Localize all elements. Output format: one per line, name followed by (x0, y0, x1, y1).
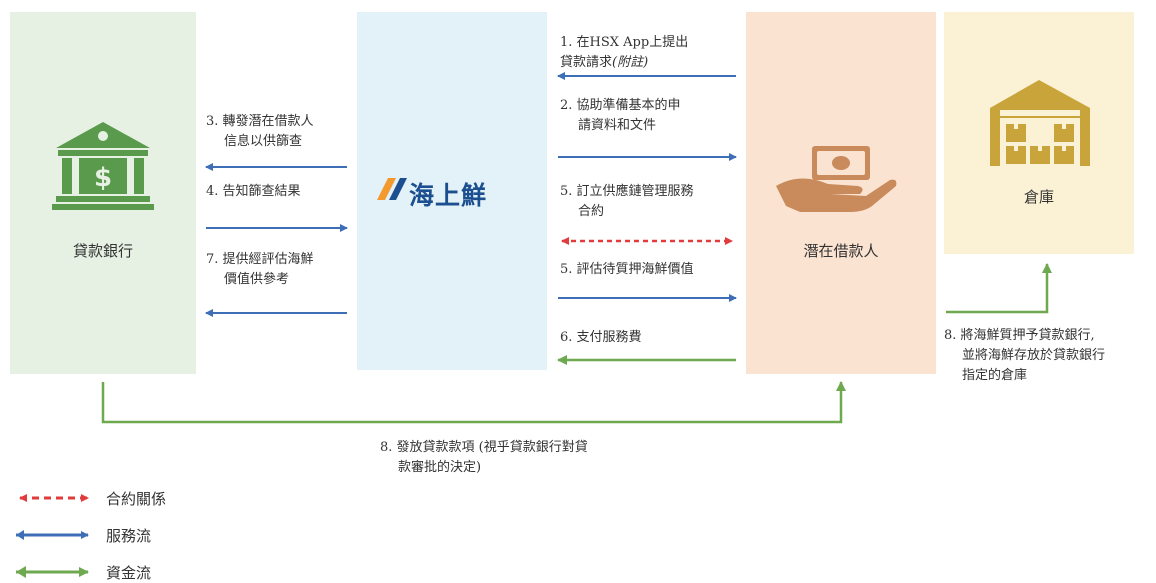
hsx-logo-icon (377, 178, 407, 200)
step8-disburse-label: 8. 發放貸款款項 (視乎貸款銀行對貸 款審批的決定) (380, 440, 588, 475)
bank-icon: $ (52, 122, 154, 210)
step2-label: 2. 協助準備基本的申 請資料和文件 (560, 98, 681, 133)
legend-service-label: 服務流 (106, 527, 152, 545)
svg-text:$: $ (94, 163, 112, 193)
arrow-step8-disburse (101, 381, 846, 424)
warehouse-label: 倉庫 (1023, 188, 1054, 206)
borrower-label: 潛在借款人 (803, 242, 879, 260)
legend-fund-label: 資金流 (106, 564, 152, 582)
warehouse-icon (990, 80, 1090, 166)
step4-label: 4. 告知篩查結果 (206, 184, 301, 199)
step5-assess-label: 5. 評估待質押海鮮價值 (560, 262, 694, 277)
step8-pledge-label: 8. 將海鮮質押予貸款銀行, 並將海鮮存放於貸款銀行 指定的倉庫 (944, 328, 1106, 383)
legend-service-arrow-tail (16, 530, 24, 540)
arrow-step8-pledge (946, 263, 1052, 314)
step1-label: 1. 在HSX App上提出 貸款請求(附註) (560, 35, 689, 70)
hand-money-icon (776, 146, 897, 212)
hsx-logo-text: 海上鮮 (409, 181, 488, 210)
step6-label: 6. 支付服務費 (560, 330, 642, 345)
step3-label: 3. 轉發潛在借款人 信息以供篩查 (206, 114, 314, 149)
legend-contract-label: 合約關係 (106, 490, 167, 508)
step5-contract-label: 5. 訂立供應鏈管理服務 合約 (560, 184, 694, 219)
step7-label: 7. 提供經評估海鮮 價值供參考 (206, 252, 314, 287)
bank-label: 貸款銀行 (72, 242, 133, 260)
legend-fund-arrow-tail (16, 566, 26, 578)
